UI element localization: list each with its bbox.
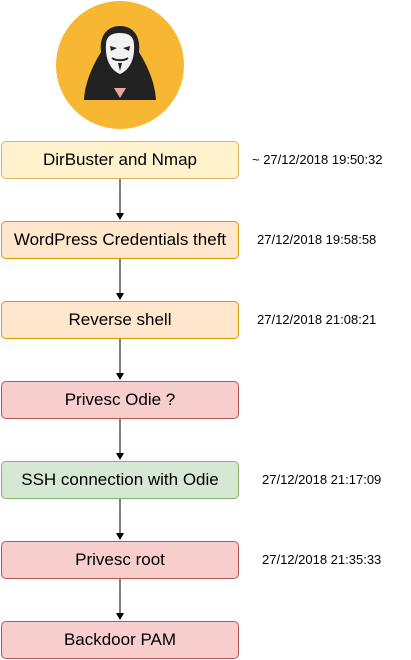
arrow-head	[116, 293, 124, 300]
arrow-head	[116, 213, 124, 220]
arrow-head	[116, 453, 124, 460]
arrow-head	[116, 373, 124, 380]
hooded-hacker-icon	[56, 1, 184, 129]
arrow-head	[116, 613, 124, 620]
step-timestamp: 27/12/2018 21:17:09	[262, 472, 382, 487]
step-timestamp: 27/12/2018 21:35:33	[262, 552, 382, 567]
mask	[105, 33, 135, 74]
step-backdoor-pam: Backdoor PAM	[1, 621, 239, 659]
step-timestamp: 27/12/2018 19:58:58	[257, 232, 377, 247]
step-reverse-shell: Reverse shell	[1, 301, 239, 339]
shirt	[114, 88, 126, 98]
step-timestamp: 27/12/2018 21:08:21	[257, 312, 377, 327]
step-ssh-connection-with-odie: SSH connection with Odie	[1, 461, 239, 499]
step-privesc-odie: Privesc Odie ?	[1, 381, 239, 419]
step-dirbuster-and-nmap: DirBuster and Nmap	[1, 141, 239, 179]
step-privesc-root: Privesc root	[1, 541, 239, 579]
step-timestamp: ~ 27/12/2018 19:50:32	[252, 152, 383, 167]
step-wordpress-credentials-theft: WordPress Credentials theft	[1, 221, 239, 259]
arrow-head	[116, 533, 124, 540]
